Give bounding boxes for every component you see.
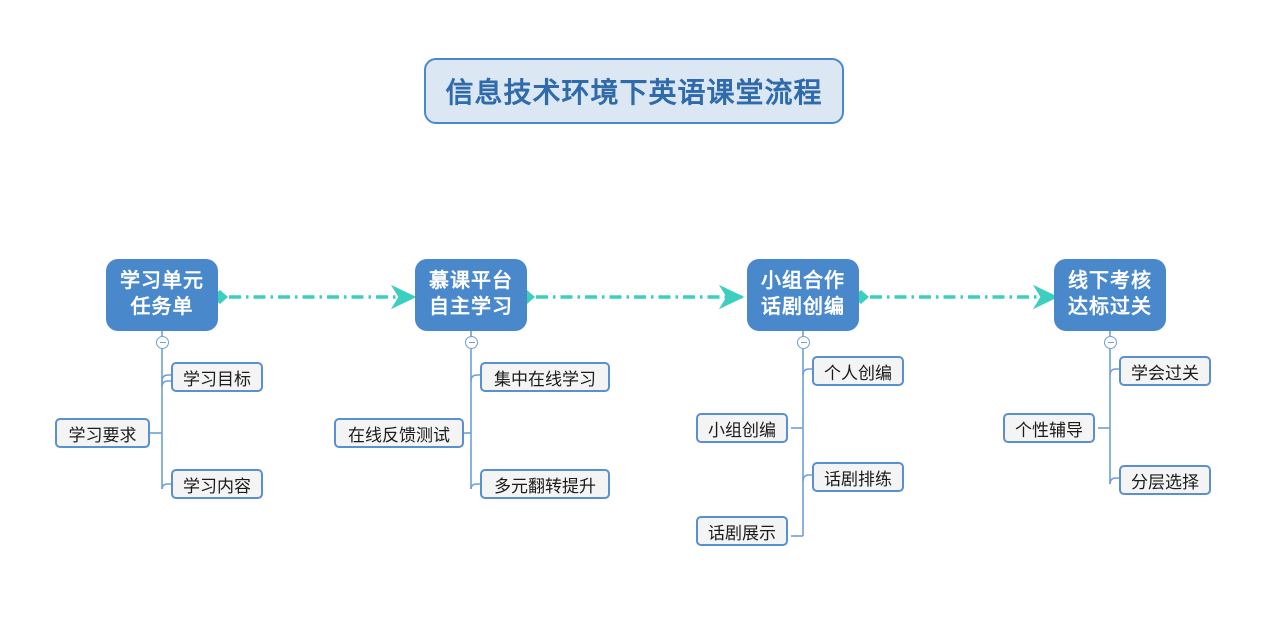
stage-node-4-line-2: 达标过关 xyxy=(1068,296,1152,318)
leaf-node-stage-1-child-1[interactable]: 学习目标 xyxy=(171,362,263,392)
collapse-toggle-stage-2[interactable] xyxy=(465,336,478,349)
leaf-node-stage-1-child-3[interactable]: 学习内容 xyxy=(171,469,263,499)
stage-node-4-line-1: 线下考核 xyxy=(1068,270,1152,293)
leaf-node-stage-3-child-2[interactable]: 小组创编 xyxy=(696,413,788,443)
branch-lines-stage-4 xyxy=(1098,330,1126,485)
collapse-toggle-stage-4[interactable] xyxy=(1104,336,1117,349)
leaf-label: 学习目标 xyxy=(183,369,251,389)
leaf-node-stage-3-child-4[interactable]: 话剧展示 xyxy=(696,516,788,546)
leaf-node-stage-2-child-1[interactable]: 集中在线学习 xyxy=(480,362,610,392)
leaf-label: 个人创编 xyxy=(824,363,892,383)
leaf-label: 集中在线学习 xyxy=(494,369,596,389)
leaf-node-stage-1-child-2[interactable]: 学习要求 xyxy=(55,418,150,448)
stage-node-3[interactable]: 小组合作 话剧创编 xyxy=(747,259,859,331)
leaf-node-stage-4-child-2[interactable]: 个性辅导 xyxy=(1003,413,1095,443)
leaf-label: 小组创编 xyxy=(708,420,776,440)
stage-node-1-line-2: 任务单 xyxy=(130,296,194,318)
stage-connector-3-4 xyxy=(853,284,1059,310)
leaf-label: 在线反馈测试 xyxy=(348,425,450,445)
stage-node-3-line-2: 话剧创编 xyxy=(761,296,845,318)
stage-node-2-line-1: 慕课平台 xyxy=(429,270,513,293)
diagram-title-text: 信息技术环境下英语课堂流程 xyxy=(445,77,823,108)
stage-node-2-line-2: 自主学习 xyxy=(429,296,513,318)
leaf-label: 话剧排练 xyxy=(824,469,892,489)
leaf-node-stage-3-child-1[interactable]: 个人创编 xyxy=(812,356,904,386)
collapse-toggle-stage-1[interactable] xyxy=(156,336,169,349)
branch-lines-stage-2 xyxy=(459,330,487,490)
collapse-toggle-stage-3[interactable] xyxy=(797,336,810,349)
leaf-label: 学习内容 xyxy=(183,476,251,496)
leaf-node-stage-4-child-3[interactable]: 分层选择 xyxy=(1119,465,1211,495)
leaf-label: 多元翻转提升 xyxy=(494,476,596,496)
stage-node-2[interactable]: 慕课平台 自主学习 xyxy=(415,259,527,331)
leaf-label: 个性辅导 xyxy=(1015,420,1083,440)
leaf-label: 学会过关 xyxy=(1131,363,1199,383)
leaf-label: 分层选择 xyxy=(1131,472,1199,492)
stage-node-1[interactable]: 学习单元 任务单 xyxy=(106,259,218,331)
stage-node-1-line-1: 学习单元 xyxy=(120,270,204,293)
leaf-node-stage-2-child-3[interactable]: 多元翻转提升 xyxy=(480,469,610,499)
diagram-title: 信息技术环境下英语课堂流程 xyxy=(424,58,844,124)
stage-node-3-line-1: 小组合作 xyxy=(761,270,845,293)
stage-connector-1-2 xyxy=(212,284,417,310)
leaf-node-stage-3-child-3[interactable]: 话剧排练 xyxy=(812,462,904,492)
stage-node-4[interactable]: 线下考核 达标过关 xyxy=(1054,259,1166,331)
stage-connector-2-3 xyxy=(519,284,745,310)
leaf-label: 话剧展示 xyxy=(708,523,776,543)
branch-lines-stage-1 xyxy=(150,330,178,490)
leaf-label: 学习要求 xyxy=(68,425,137,445)
leaf-node-stage-2-child-2[interactable]: 在线反馈测试 xyxy=(334,418,464,448)
leaf-node-stage-4-child-1[interactable]: 学会过关 xyxy=(1119,356,1211,386)
